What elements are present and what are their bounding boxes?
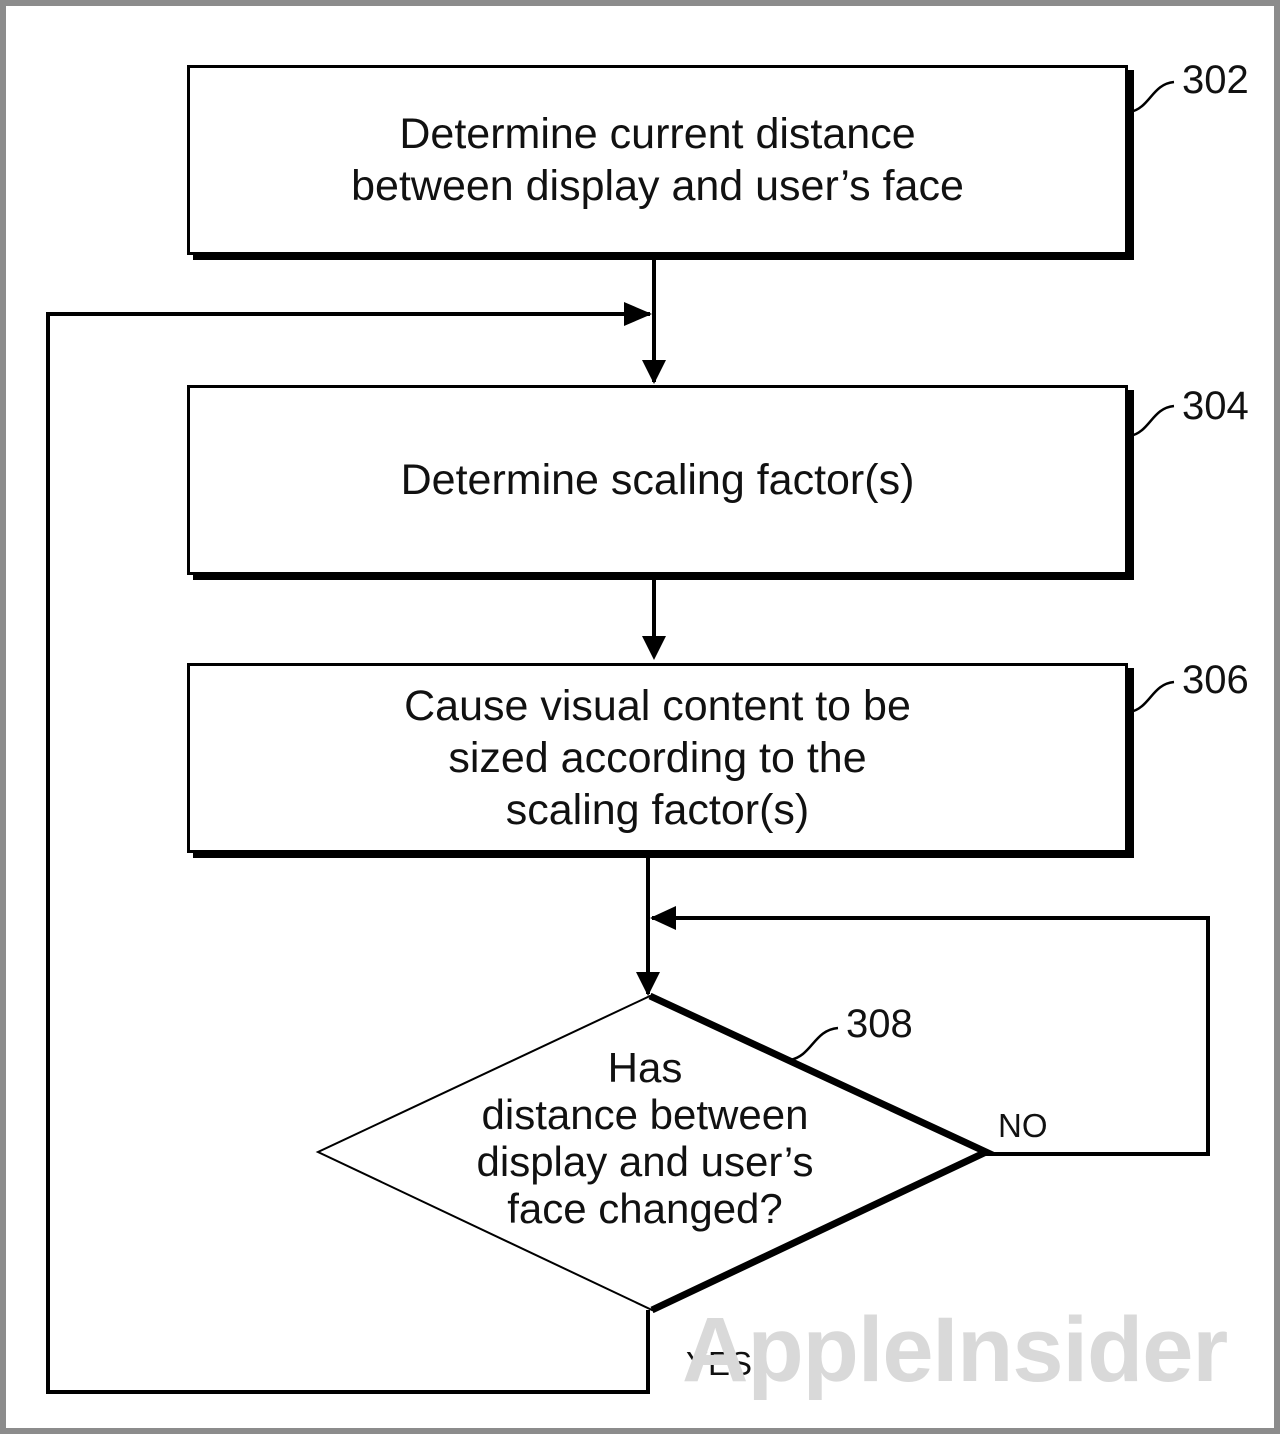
step-302-text: Determine current distance between displ… [351,110,964,210]
step-304-ref: 304 [1182,384,1249,428]
leader-304 [1129,404,1175,438]
arrowhead-into-304 [642,360,666,384]
arrowhead-into-308 [636,972,660,996]
no-loop-line [652,916,1210,1156]
step-302-box: Determine current distance between displ… [187,65,1128,255]
decision-308-text: Has distance between display and user’s … [476,1044,814,1232]
step-306-text: Cause visual content to be sized accordi… [404,682,911,834]
step-304-box: Determine scaling factor(s) [187,385,1128,575]
step-306-ref: 306 [1182,658,1249,702]
leader-308 [789,1026,839,1062]
decision-308-ref: 308 [846,1002,913,1046]
leader-306 [1129,680,1175,714]
no-label: NO [998,1107,1048,1144]
step-302-ref: 302 [1182,58,1249,102]
arrowhead-into-306 [642,636,666,660]
yes-loop-line [46,312,650,1394]
step-306-box: Cause visual content to be sized accordi… [187,663,1128,853]
step-304-text: Determine scaling factor(s) [400,456,915,504]
arrowhead-no-loop [650,906,676,930]
arrowhead-yes-loop [624,302,652,326]
appleinsider-watermark: AppleInsider [682,1299,1228,1401]
leader-302 [1129,80,1175,114]
yes-label: YES [686,1345,753,1382]
